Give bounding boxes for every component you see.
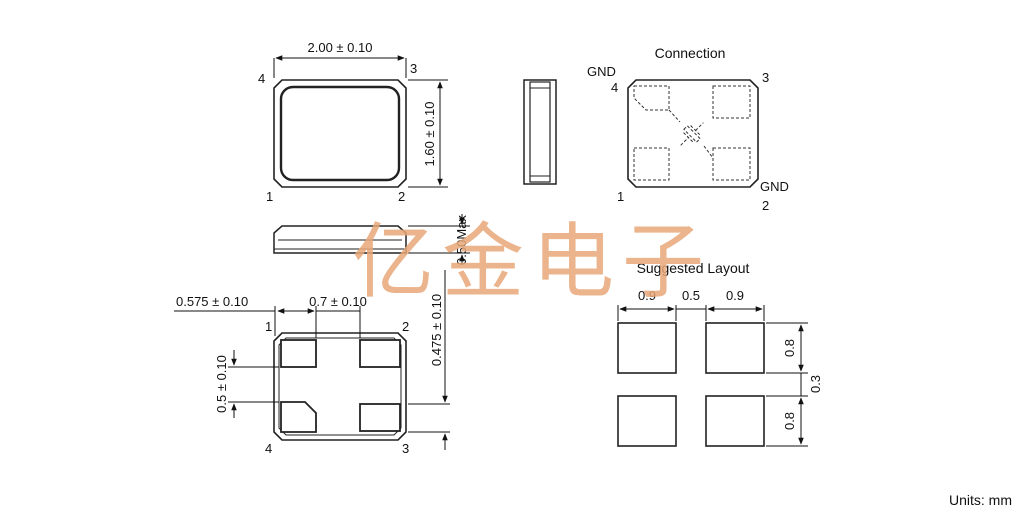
units-label: Units: mm (949, 492, 1012, 508)
bottom-pad-width-dim: 0.7 ± 0.10 (309, 294, 367, 309)
top-height-dim: 1.60 ± 0.10 (422, 102, 437, 167)
top-pin-2: 2 (398, 189, 405, 204)
top-pin-3: 3 (410, 61, 417, 76)
side-height-dim: 0.50Max (454, 215, 469, 265)
connection-title: Connection (655, 45, 726, 61)
bottom-pad-2 (359, 339, 401, 368)
bottom-offset-dim: 0.475 ± 0.10 (429, 294, 444, 366)
layout-pad-height-2: 0.8 (782, 412, 797, 430)
bottom-pad-3 (359, 403, 401, 432)
top-pin-1: 1 (266, 189, 273, 204)
bottom-pad-4 (280, 401, 317, 433)
layout-gap: 0.5 (682, 288, 700, 303)
layout-pad-1 (617, 322, 677, 374)
suggested-layout: Suggested Layout 0.9 0.5 0.9 0.8 0.3 0.8 (617, 260, 823, 447)
bottom-pin-4: 4 (265, 441, 272, 456)
connection-pin-4: 4 (611, 80, 618, 95)
connection-gnd-4: GND (587, 64, 616, 79)
top-view: 2.00 ± 0.10 1.60 ± 0.10 4 3 1 2 (258, 40, 448, 204)
connection-pin-3: 3 (762, 70, 769, 85)
bottom-view: 0.575 ± 0.10 0.7 ± 0.10 0.5 ± 0.10 0.475… (174, 270, 450, 456)
connection-package-outline (627, 79, 759, 188)
bottom-pin-1: 1 (265, 319, 272, 334)
top-width-dim: 2.00 ± 0.10 (308, 40, 373, 55)
layout-gap-vertical: 0.3 (808, 375, 823, 393)
bottom-pin-3: 3 (402, 441, 409, 456)
top-view-lid (279, 85, 401, 182)
connection-gnd-2: GND (760, 179, 789, 194)
layout-pad-3 (617, 395, 677, 447)
connection-pin-2: 2 (762, 198, 769, 213)
top-pin-4: 4 (258, 71, 265, 86)
connection-view: Connection GND 4 3 1 GND 2 (587, 45, 789, 213)
layout-pad-4 (705, 395, 765, 447)
bottom-pad-height-dim: 0.5 ± 0.10 (214, 355, 229, 413)
side-view: 0.50Max (273, 214, 470, 265)
bottom-pin-2: 2 (402, 319, 409, 334)
brand-watermark: 亿金电子 (352, 215, 712, 310)
layout-pad-2 (705, 322, 765, 374)
layout-title: Suggested Layout (637, 260, 750, 276)
layout-pad-width-1: 0.9 (638, 288, 656, 303)
bottom-edge-dim: 0.575 ± 0.10 (176, 294, 248, 309)
layout-pad-width-2: 0.9 (726, 288, 744, 303)
end-profile-view (523, 79, 557, 185)
connection-pin-1: 1 (617, 189, 624, 204)
bottom-pad-1 (280, 339, 317, 368)
layout-pad-height-1: 0.8 (782, 339, 797, 357)
